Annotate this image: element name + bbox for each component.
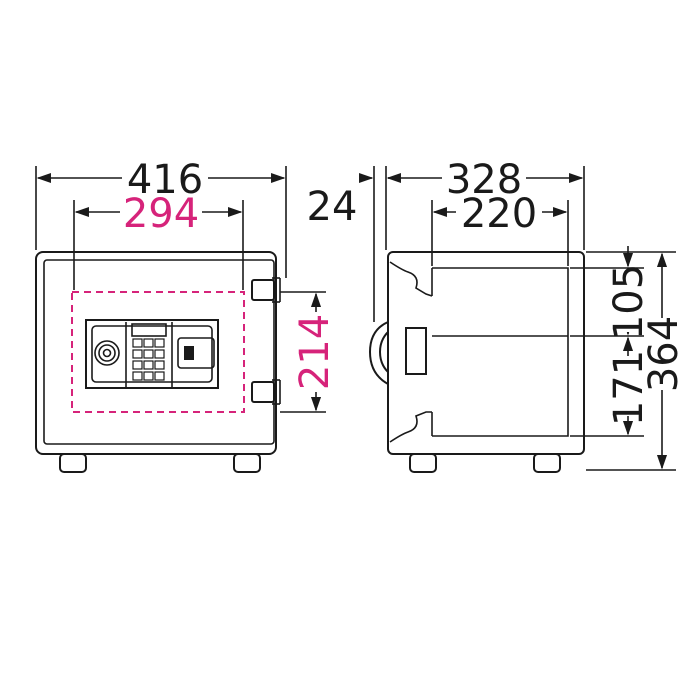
front-foot-left bbox=[59, 453, 87, 473]
keypad-key bbox=[143, 349, 154, 359]
side-hinge-block bbox=[405, 327, 427, 375]
side-foot-right bbox=[533, 453, 561, 473]
label-bg bbox=[456, 194, 542, 230]
handle-depth-label: 24 bbox=[307, 184, 358, 230]
keypad-key bbox=[132, 371, 143, 381]
side-inner-compartment bbox=[432, 267, 569, 437]
total-height-label: 364 bbox=[641, 316, 687, 392]
label-bg bbox=[644, 318, 682, 390]
keypad-key bbox=[154, 338, 165, 348]
inner-height-label: 214 bbox=[292, 314, 338, 390]
side-foot-left bbox=[409, 453, 437, 473]
inner-width-label: 294 bbox=[123, 191, 199, 237]
label-bg bbox=[122, 160, 208, 196]
handle-icon bbox=[177, 337, 215, 369]
keypad-key bbox=[132, 360, 143, 370]
label-bg bbox=[442, 160, 526, 196]
label-bg bbox=[296, 312, 334, 392]
front-door-outline bbox=[43, 259, 275, 445]
side-door-profile-bottom bbox=[389, 411, 432, 443]
keypad-key bbox=[132, 349, 143, 359]
interior-dashed-outline bbox=[71, 291, 245, 413]
hinge-top bbox=[251, 279, 275, 301]
keypad-key bbox=[154, 349, 165, 359]
key-cylinder-icon bbox=[94, 340, 120, 366]
keypad-key bbox=[132, 338, 143, 348]
side-handle bbox=[368, 320, 389, 386]
front-view: 416 294 214 bbox=[35, 157, 338, 473]
inner-depth-label: 220 bbox=[461, 191, 537, 237]
keypad-key bbox=[143, 338, 154, 348]
lock-panel-inner bbox=[91, 325, 213, 383]
lock-panel-outline bbox=[85, 319, 219, 389]
keypad-key bbox=[143, 371, 154, 381]
lock-panel bbox=[85, 319, 219, 389]
hinge-bottom bbox=[251, 381, 275, 403]
side-safe-body bbox=[387, 251, 585, 455]
keypad-key bbox=[154, 371, 165, 381]
front-foot-right bbox=[233, 453, 261, 473]
label-bg bbox=[120, 194, 202, 230]
label-bg bbox=[610, 272, 646, 332]
side-view: 24 328 220 105 171 364 bbox=[307, 157, 687, 473]
keypad-icon bbox=[131, 323, 167, 381]
keypad-key bbox=[143, 360, 154, 370]
side-door-profile bbox=[389, 261, 433, 297]
label-bg bbox=[610, 356, 646, 416]
keypad-key bbox=[154, 360, 165, 370]
